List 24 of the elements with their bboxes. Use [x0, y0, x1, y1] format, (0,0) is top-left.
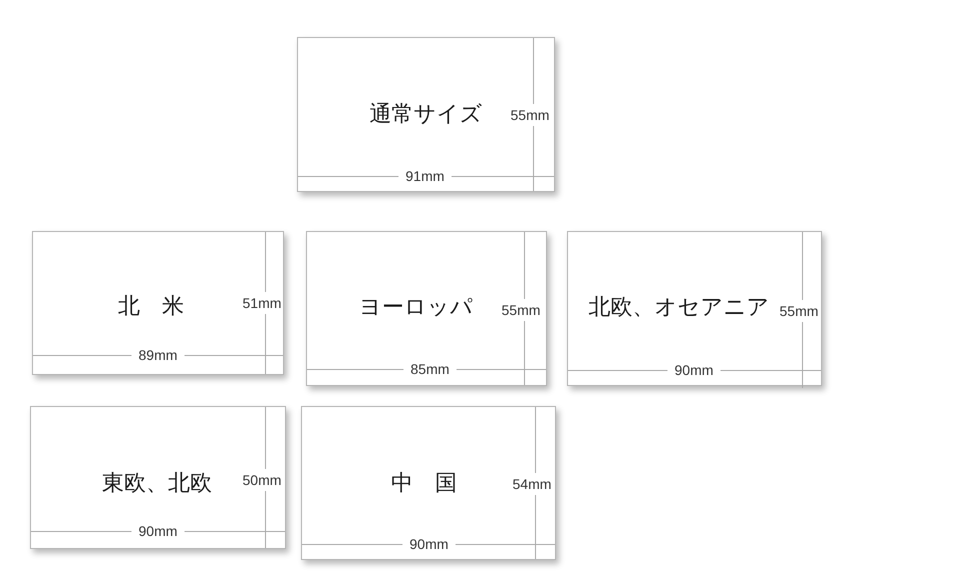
- dimension-label: 55mm: [502, 302, 540, 318]
- business-card: [306, 231, 547, 386]
- business-card: [30, 406, 286, 549]
- dimension-label: 55mm: [510, 107, 550, 123]
- dimension-label: 50mm: [242, 472, 282, 488]
- dimension-label: 55mm: [780, 303, 818, 319]
- dimension-label: 89mm: [138, 347, 178, 363]
- business-card: [567, 231, 822, 386]
- dimension-label: 90mm: [410, 536, 448, 552]
- business-card: [32, 231, 284, 375]
- card-title: 東欧、北欧: [102, 471, 212, 497]
- dimension-label: 51mm: [242, 295, 282, 311]
- dimension-label: 90mm: [138, 523, 178, 539]
- dimension-label: 91mm: [406, 168, 444, 184]
- card-title: ヨーロッパ: [359, 295, 473, 321]
- card-title: 中 国: [391, 471, 457, 497]
- card-title: 北欧、オセアニア: [588, 295, 770, 321]
- card-title: 北 米: [118, 294, 184, 320]
- dimension-label: 54mm: [512, 476, 552, 492]
- card-title: 通常サイズ: [370, 102, 482, 128]
- dimension-label: 90mm: [674, 362, 714, 378]
- business-card: [301, 406, 556, 560]
- dimension-label: 85mm: [410, 361, 450, 377]
- business-card: [297, 37, 555, 192]
